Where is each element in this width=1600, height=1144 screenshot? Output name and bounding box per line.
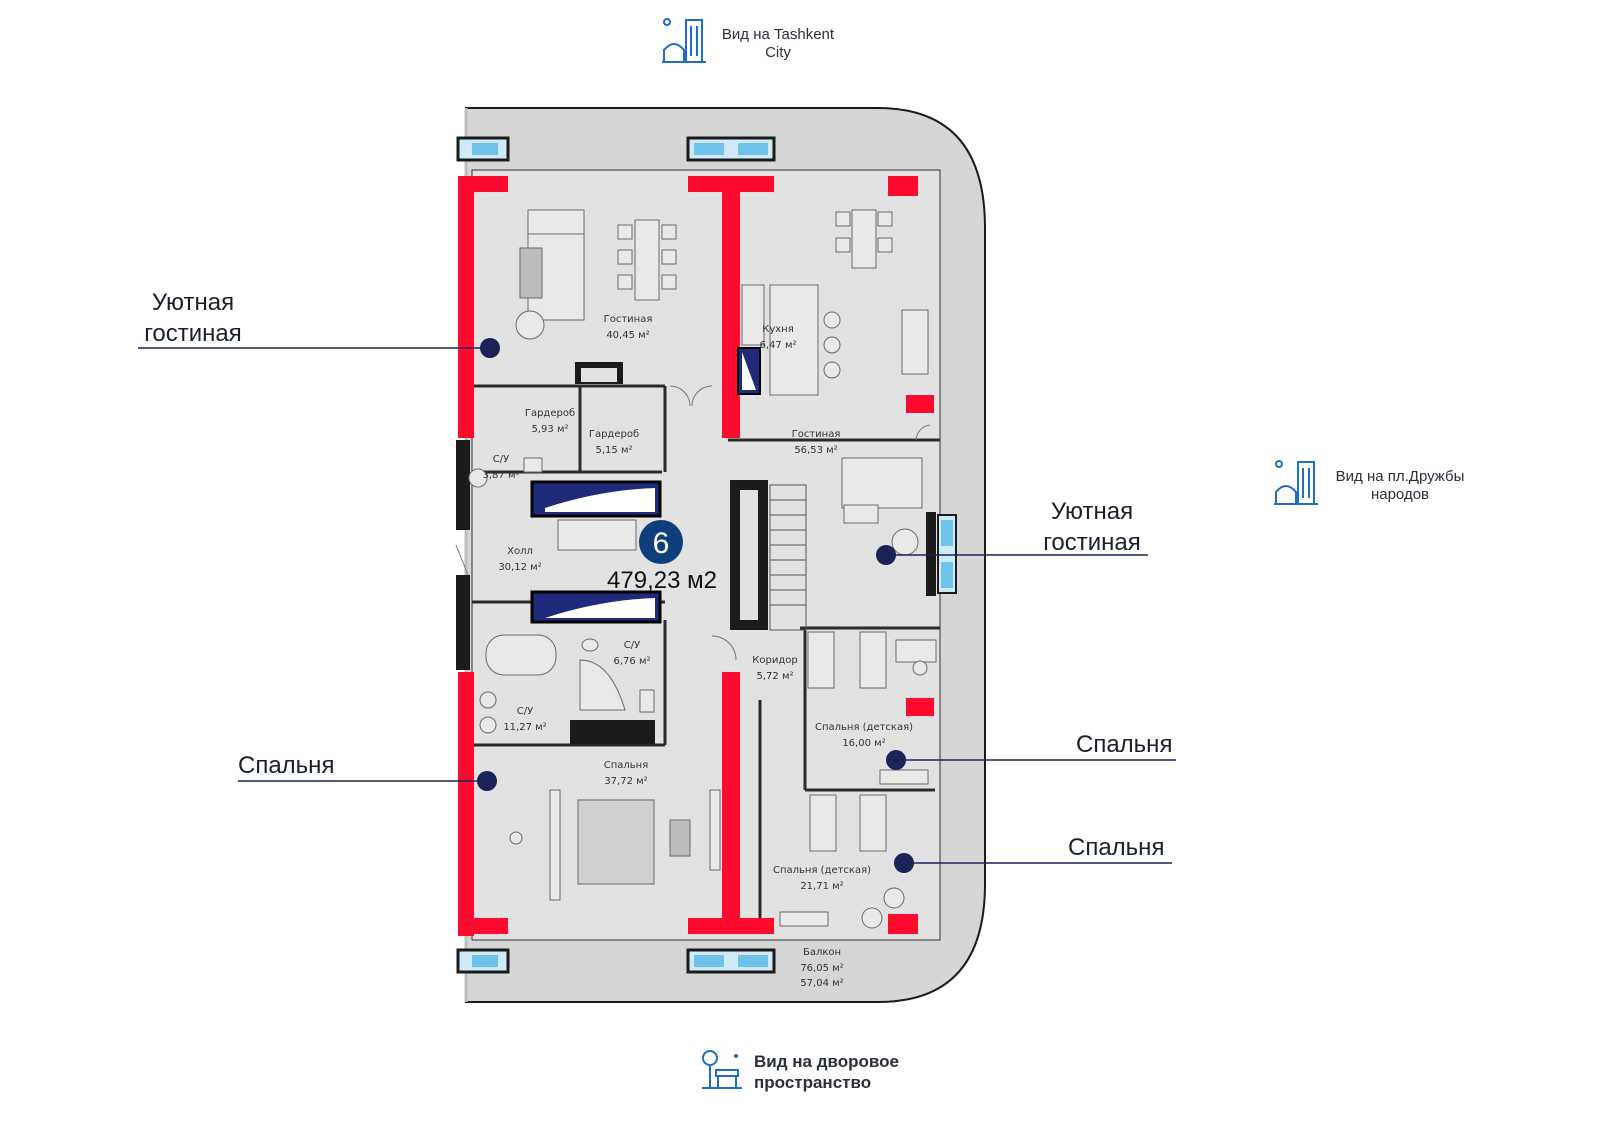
structural-columns [458, 176, 934, 936]
room-wc2-name: С/У [624, 640, 640, 651]
door-swings [455, 385, 931, 661]
windows [456, 136, 957, 974]
room-wardrobe2-area: 5,15 м² [596, 445, 633, 456]
room-corridor-area: 5,72 м² [757, 671, 794, 682]
callout-bedroom-right-2[interactable]: Спальня [1068, 834, 1165, 861]
view-top-label: Вид на Tashkent City [721, 25, 835, 61]
city-buildings-icon [1272, 458, 1320, 513]
room-wc3-area: 11,27 м² [503, 722, 546, 733]
room-wc3-name: С/У [517, 706, 533, 717]
room-hall-name: Холл [507, 546, 533, 557]
room-kids1-name: Спальня (детская) [815, 722, 913, 733]
view-right[interactable]: Вид на пл.Дружбы народов [1272, 458, 1470, 513]
room-wc1-area: 3,87 м² [483, 470, 520, 481]
glass-shafts [530, 347, 761, 624]
callout-bedroom-right-1[interactable]: Спальня [1076, 731, 1173, 758]
staircase [769, 484, 807, 631]
callout-living-right[interactable]: Уютная гостиная [1043, 498, 1141, 557]
room-kitchen-area: 6,47 м² [760, 340, 797, 351]
room-wardrobe2-name: Гардероб [589, 429, 639, 440]
apartment-number-badge[interactable] [639, 520, 683, 564]
room-balcony-area1: 76,05 м² [800, 963, 843, 974]
room-wardrobe1-name: Гардероб [525, 408, 575, 419]
room-living1-name: Гостиная [604, 314, 653, 325]
apartment-area: 479,23 м2 [607, 567, 717, 594]
callout-bedroom-left[interactable]: Спальня [238, 752, 335, 779]
view-top[interactable]: Вид на Tashkent City [660, 16, 838, 71]
room-kids1-area: 16,00 м² [842, 738, 885, 749]
callout-leaders [138, 347, 1176, 864]
room-wc2-area: 6,76 м² [614, 656, 651, 667]
park-bench-icon [700, 1048, 744, 1097]
view-bottom-label: Вид на дворовое пространство [754, 1052, 899, 1092]
callout-living-left[interactable]: Уютная гостиная [144, 289, 242, 348]
room-wardrobe1-area: 5,93 м² [532, 424, 569, 435]
room-corridor-name: Коридор [752, 655, 797, 666]
view-bottom[interactable]: Вид на дворовое пространство [700, 1048, 924, 1097]
room-kitchen-name: Кухня [762, 324, 794, 335]
room-hall-area: 30,12 м² [498, 562, 541, 573]
room-living1-area: 40,45 м² [606, 330, 649, 341]
room-living2-area: 56,53 м² [794, 445, 837, 456]
room-bedroom-name: Спальня [604, 760, 649, 771]
room-bedroom-area: 37,72 м² [604, 776, 647, 787]
room-kids2-name: Спальня (детская) [773, 865, 871, 876]
room-wc1-name: С/У [493, 454, 509, 465]
furniture [468, 209, 937, 929]
room-balcony-name: Балкон [803, 947, 841, 958]
room-kids2-area: 21,71 м² [800, 881, 843, 892]
view-right-label: Вид на пл.Дружбы народов [1335, 467, 1465, 503]
apartment-number: 6 [653, 527, 670, 560]
callout-markers[interactable] [477, 338, 914, 873]
room-balcony-area2: 57,04 м² [800, 978, 843, 989]
room-living2-name: Гостиная [792, 429, 841, 440]
city-buildings-icon [660, 16, 708, 71]
